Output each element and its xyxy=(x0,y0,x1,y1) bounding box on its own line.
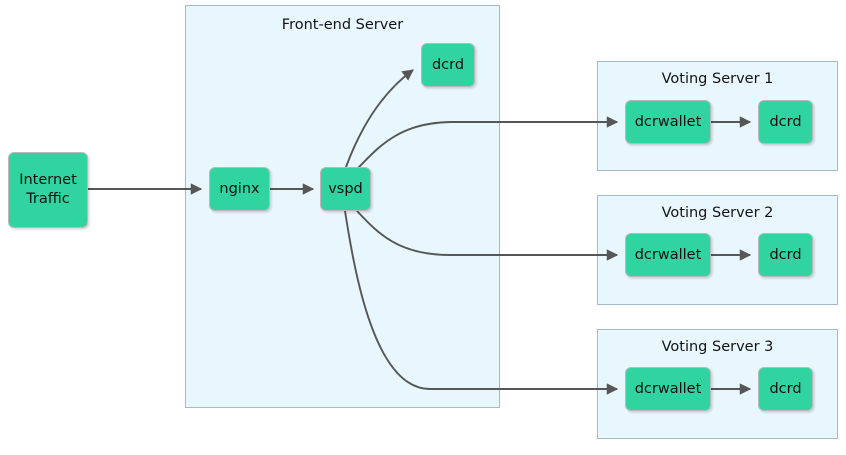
node-internet-traffic[interactable]: Internet Traffic xyxy=(8,152,88,228)
panel-voting-server-1-title: Voting Server 1 xyxy=(661,71,774,87)
node-vs3-dcrd-label: dcrd xyxy=(769,380,802,397)
node-internet-traffic-label-line1: Internet xyxy=(19,172,77,189)
node-vs1-dcrd-label: dcrd xyxy=(769,113,802,130)
node-nginx[interactable]: nginx xyxy=(209,167,270,211)
panel-voting-server-3-title: Voting Server 3 xyxy=(661,339,774,355)
node-frontend-dcrd[interactable]: dcrd xyxy=(421,43,475,87)
node-frontend-dcrd-label: dcrd xyxy=(431,56,465,73)
node-vs2-dcrwallet[interactable]: dcrwallet xyxy=(625,233,711,277)
node-vs2-dcrd-label: dcrd xyxy=(769,246,802,263)
edge-vspd-to-vs1-dcrwallet xyxy=(357,116,619,169)
node-internet-traffic-label-line2: Traffic xyxy=(26,191,70,207)
panel-voting-server-2-title: Voting Server 2 xyxy=(661,205,774,221)
node-vs3-dcrd[interactable]: dcrd xyxy=(758,367,813,411)
node-vspd-label: vspd xyxy=(328,180,363,197)
edge-vspd-to-vs3-dcrwallet xyxy=(344,210,619,395)
edge-vspd-to-frontend-dcrd xyxy=(345,69,414,168)
node-vs2-dcrwallet-label: dcrwallet xyxy=(634,246,702,263)
panel-frontend-server-title: Front-end Server xyxy=(281,17,404,33)
node-vs3-dcrwallet[interactable]: dcrwallet xyxy=(625,367,711,411)
node-nginx-label: nginx xyxy=(219,180,260,197)
node-vs1-dcrwallet-label: dcrwallet xyxy=(634,113,702,130)
edge-vspd-to-vs2-dcrwallet xyxy=(356,210,619,261)
node-vs2-dcrd[interactable]: dcrd xyxy=(758,233,813,277)
node-vspd[interactable]: vspd xyxy=(320,167,371,211)
node-vs1-dcrwallet[interactable]: dcrwallet xyxy=(625,100,711,144)
node-vs1-dcrd[interactable]: dcrd xyxy=(758,100,813,144)
node-vs3-dcrwallet-label: dcrwallet xyxy=(634,380,702,397)
